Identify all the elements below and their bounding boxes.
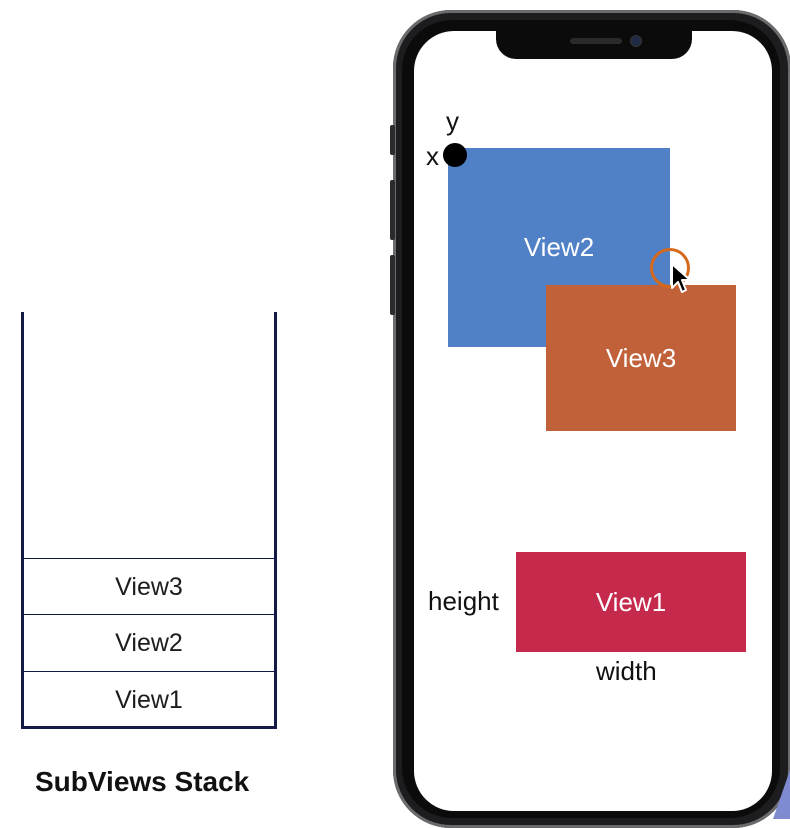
phone-mute-switch [390, 125, 395, 155]
width-label: width [596, 656, 657, 686]
origin-point [443, 143, 467, 167]
view1-box[interactable]: View1 [516, 552, 746, 652]
speaker-grille [570, 38, 622, 44]
view1-label: View1 [595, 586, 667, 617]
cursor-arrow-icon [671, 263, 691, 293]
camera-icon [631, 36, 641, 46]
stack-title: SubViews Stack [35, 766, 250, 797]
view3-label: View3 [605, 342, 677, 373]
stack-item-view1: View1 [24, 671, 274, 728]
stack-item-label: View3 [115, 572, 183, 601]
phone-volume-up-button [390, 180, 395, 240]
phone-volume-down-button [390, 255, 395, 315]
stack-item-label: View2 [115, 628, 183, 657]
phone-notch [496, 30, 692, 59]
view2-label: View2 [523, 232, 595, 262]
x-axis-label: x [426, 141, 439, 171]
cursor-click-indicator [650, 248, 690, 288]
stack-item-label: View1 [115, 685, 183, 714]
subviews-stack: View3 View2 View1 [21, 312, 277, 729]
view3-box[interactable]: View3 [546, 285, 736, 431]
height-label: height [428, 586, 499, 616]
stack-item-view3: View3 [24, 558, 274, 615]
y-axis-label: y [446, 106, 459, 136]
stack-item-view2: View2 [24, 614, 274, 671]
